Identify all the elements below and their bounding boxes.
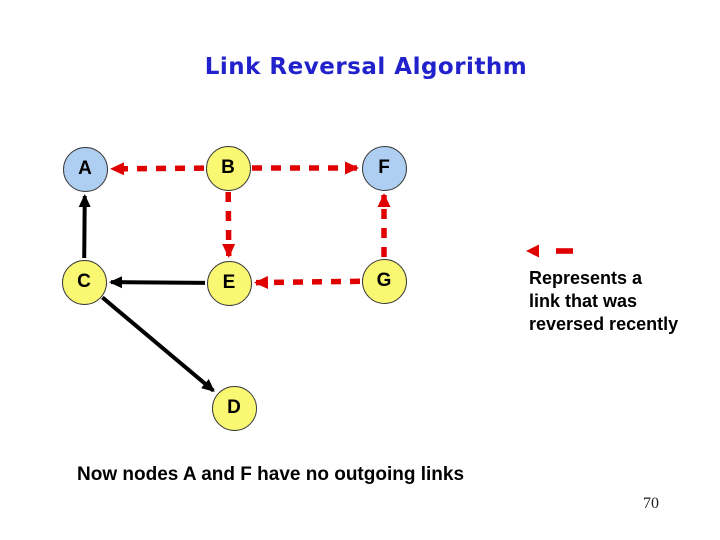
slide-title: Link Reversal Algorithm	[204, 54, 528, 80]
edge-C-to-A	[78, 193, 91, 259]
reversed-link-arrow-icon	[526, 244, 573, 258]
page-number: 70	[643, 495, 659, 512]
legend-line-3: reversed recently	[529, 314, 679, 334]
legend-line-1: Represents a	[529, 268, 643, 288]
node-B: B	[205, 145, 251, 191]
edge-G-to-E	[253, 275, 361, 289]
edge-B-to-E	[222, 191, 236, 259]
node-D: D	[211, 385, 257, 431]
node-E: E	[206, 260, 252, 306]
node-G: G	[361, 258, 407, 304]
caption: Now nodes A and F have no outgoing links	[77, 464, 465, 485]
legend-text: Represents a link that was reversed rece…	[529, 267, 678, 336]
edge-C-to-D	[101, 295, 215, 393]
legend-line-2: link that was	[529, 291, 638, 311]
node-C: C	[61, 259, 107, 305]
edge-B-to-A	[109, 162, 205, 176]
edge-E-to-C	[108, 276, 206, 289]
node-A: A	[62, 146, 108, 192]
node-F: F	[361, 145, 407, 191]
